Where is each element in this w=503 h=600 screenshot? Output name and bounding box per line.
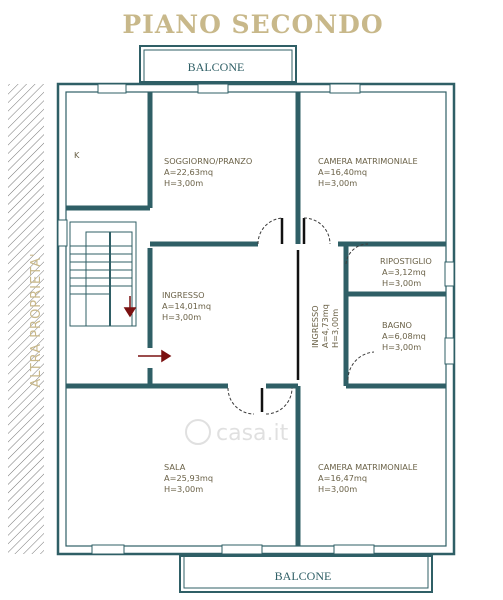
room-sala: SALA A=25,93mq H=3,00m bbox=[164, 462, 213, 494]
room-ingresso-2: INGRESSO A=4,73mq H=3,00m bbox=[310, 304, 340, 348]
interior-walls bbox=[66, 92, 446, 546]
room-name: BAGNO bbox=[382, 320, 412, 330]
room-height: H=3,00m bbox=[164, 178, 203, 188]
balcony-bottom: BALCONE bbox=[179, 555, 433, 593]
door-swings bbox=[227, 217, 375, 415]
room-name: INGRESSO bbox=[310, 305, 320, 348]
room-name: CAMERA MATRIMONIALE bbox=[318, 462, 418, 472]
room-height: H=3,00m bbox=[330, 309, 340, 348]
room-camera-2: CAMERA MATRIMONIALE A=16,47mq H=3,00m bbox=[318, 462, 418, 494]
room-soggiorno: SOGGIORNO/PRANZO A=22,63mq H=3,00m bbox=[164, 156, 252, 188]
room-ingresso-1: INGRESSO A=14,01mq H=3,00m bbox=[162, 290, 211, 322]
staircase bbox=[69, 221, 137, 327]
plan-title: PIANO SECONDO bbox=[122, 10, 383, 39]
room-area: A=25,93mq bbox=[164, 473, 213, 483]
room-name: SALA bbox=[164, 462, 186, 472]
outer-walls bbox=[56, 82, 456, 556]
room-area: A=3,12mq bbox=[382, 267, 426, 277]
arrows bbox=[123, 296, 172, 363]
balcony-top: BALCONE bbox=[139, 45, 297, 83]
room-height: H=3,00m bbox=[164, 484, 203, 494]
room-area: A=22,63mq bbox=[164, 167, 213, 177]
room-ripostiglio: RIPOSTIGLIO A=3,12mq H=3,00m bbox=[380, 256, 432, 288]
room-area: A=16,47mq bbox=[318, 473, 367, 483]
room-camera-1: CAMERA MATRIMONIALE A=16,40mq H=3,00m bbox=[318, 156, 418, 188]
room-height: H=3,00m bbox=[318, 178, 357, 188]
room-area: A=16,40mq bbox=[318, 167, 367, 177]
room-bagno: BAGNO A=6,08mq H=3,00m bbox=[382, 320, 426, 352]
watermark-text: casa.it bbox=[216, 421, 289, 446]
room-height: H=3,00m bbox=[382, 278, 421, 288]
room-height: H=3,00m bbox=[162, 312, 201, 322]
balcony-top-label: BALCONE bbox=[188, 60, 245, 74]
room-name: SOGGIORNO/PRANZO bbox=[164, 156, 252, 166]
balcony-bottom-label: BALCONE bbox=[275, 569, 332, 583]
room-name: CAMERA MATRIMONIALE bbox=[318, 156, 418, 166]
room-name: INGRESSO bbox=[162, 290, 205, 300]
corridor-partitions bbox=[260, 218, 306, 412]
kitchen-mark: K bbox=[74, 150, 80, 160]
room-area: A=14,01mq bbox=[162, 301, 211, 311]
room-height: H=3,00m bbox=[382, 342, 421, 352]
room-area: A=6,08mq bbox=[382, 331, 426, 341]
watermark: casa.it bbox=[185, 419, 289, 446]
room-name: RIPOSTIGLIO bbox=[380, 256, 432, 266]
room-area: A=4,73mq bbox=[320, 304, 330, 348]
neighbour-property-hatch bbox=[8, 84, 44, 554]
side-label: ALTRA PROPRIETA' bbox=[29, 252, 44, 387]
room-height: H=3,00m bbox=[318, 484, 357, 494]
